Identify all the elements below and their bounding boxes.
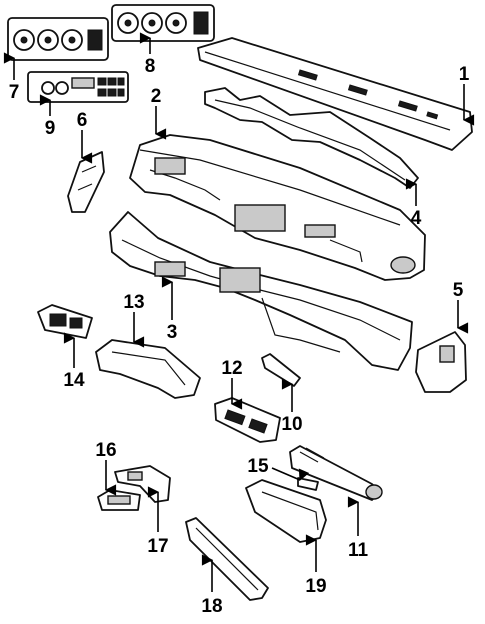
callout-7: 7 — [9, 82, 20, 103]
callout-5: 5 — [453, 280, 464, 301]
callout-9: 9 — [45, 118, 56, 139]
vent-assembly-part-12 — [214, 397, 281, 443]
glove-box-part-19 — [245, 479, 327, 543]
callout-2: 2 — [151, 86, 162, 107]
trim-piece-part-10 — [261, 353, 301, 387]
lower-cover-part-18 — [185, 517, 269, 601]
electronic-climate-control-part-9 — [27, 71, 129, 103]
leader-lines — [3, 32, 475, 592]
callout-8: 8 — [145, 56, 156, 77]
air-duct-part-11 — [289, 445, 383, 501]
callout-16: 16 — [95, 440, 116, 461]
callout-12: 12 — [221, 358, 242, 379]
callout-1: 1 — [459, 64, 470, 85]
instrument-panel-top-cover-part-1 — [197, 37, 473, 151]
cluster-bezel-part-13 — [95, 339, 201, 399]
callout-3: 3 — [167, 322, 178, 343]
lower-panel-part-3 — [109, 211, 413, 371]
callout-13: 13 — [123, 292, 144, 313]
callout-4: 4 — [411, 208, 422, 229]
callout-17: 17 — [147, 536, 168, 557]
callout-11: 11 — [348, 540, 369, 561]
end-cap-part-5 — [415, 331, 467, 393]
callout-labels: 1 2 3 4 5 6 7 8 9 10 11 12 13 14 15 16 1… — [9, 56, 470, 617]
latch-part-15 — [297, 477, 319, 491]
callout-10: 10 — [281, 414, 302, 435]
callout-14: 14 — [63, 370, 85, 391]
instrument-panel-part-2 — [129, 134, 426, 281]
callout-19: 19 — [305, 576, 326, 597]
callout-6: 6 — [77, 110, 88, 131]
side-trim-part-6 — [67, 151, 105, 213]
switch-bezel-part-14 — [37, 304, 93, 339]
climate-control-panel-part-7 — [7, 17, 109, 61]
climate-control-panel-part-8 — [111, 4, 215, 42]
callout-15: 15 — [247, 456, 269, 477]
bracket-part-16 — [97, 489, 141, 511]
callout-18: 18 — [201, 596, 222, 617]
